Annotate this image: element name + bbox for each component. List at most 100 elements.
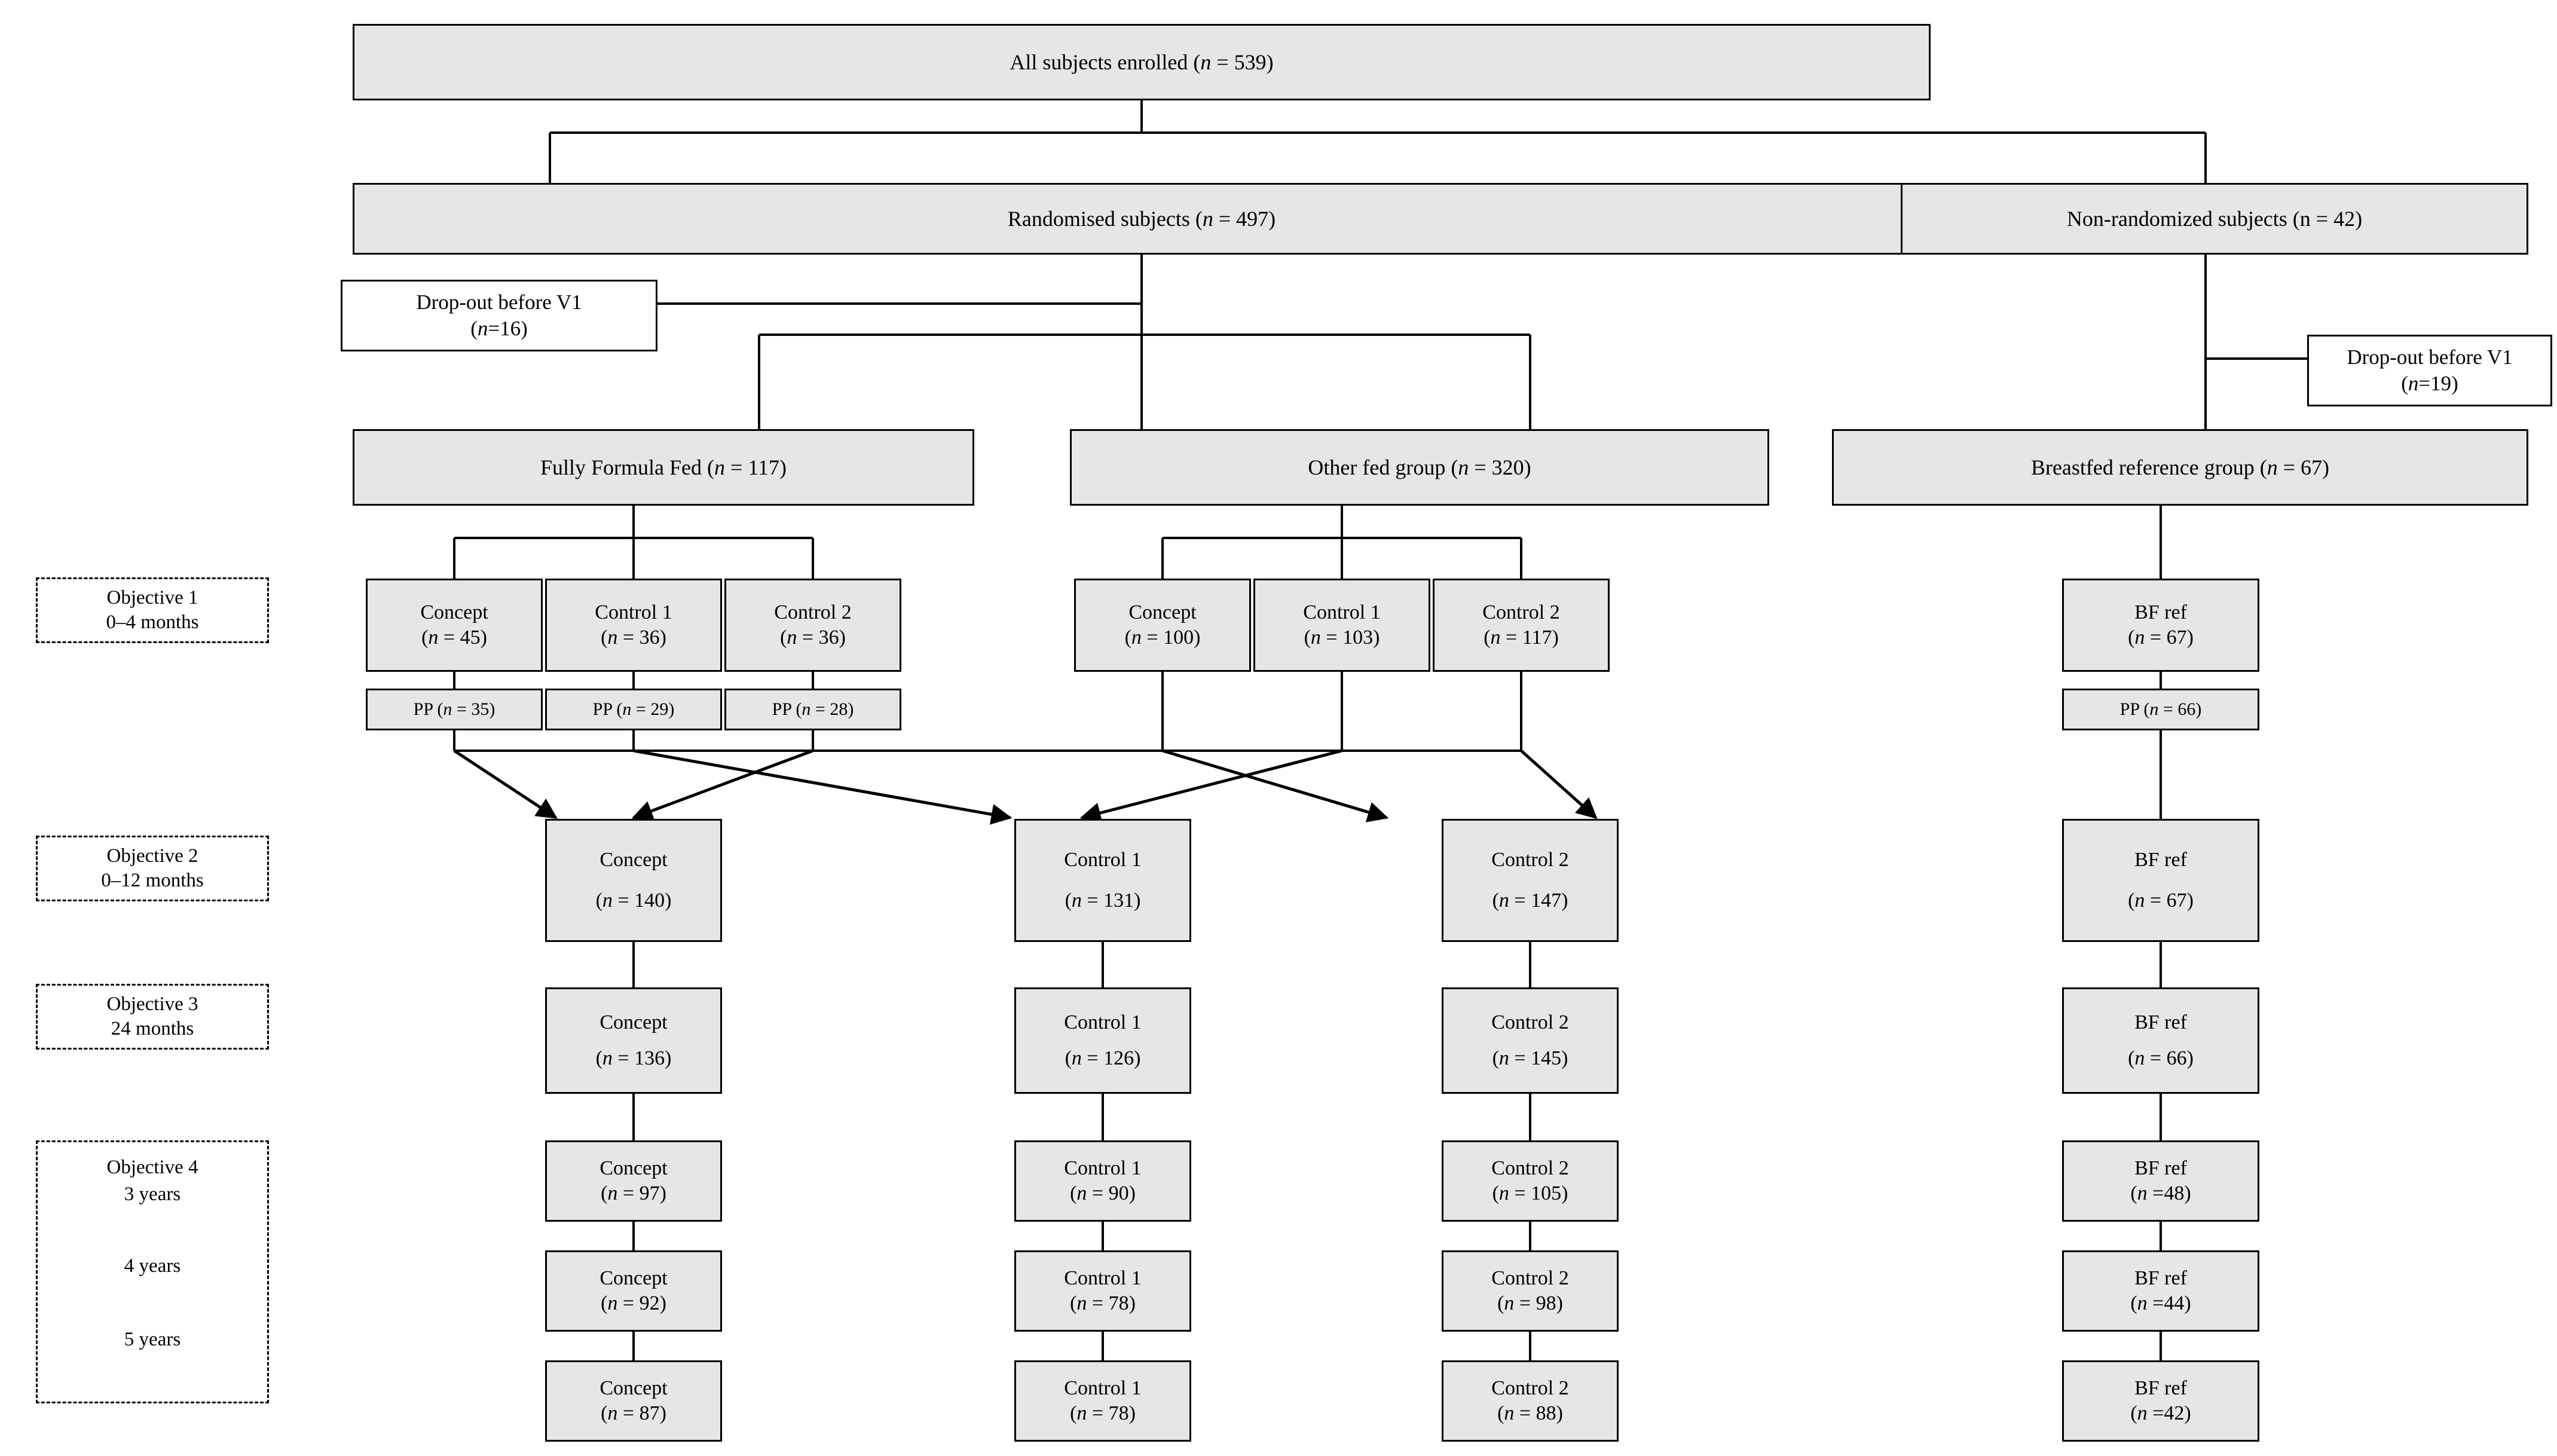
dropout-title: Drop-out before V1 [2347, 345, 2513, 369]
arm-count: (n = 67) [2128, 626, 2194, 649]
arm-name: BF ref [2134, 1267, 2187, 1289]
objective-title: Objective 1 [106, 586, 198, 608]
arm-count: (n = 117) [1484, 626, 1559, 649]
arm-name: Control 2 [1491, 1157, 1569, 1179]
arm-name: BF ref [2134, 1157, 2187, 1179]
objective-title: Objective 4 [106, 1157, 198, 1178]
box-non-randomized-subjects: Non-randomized subjects (n = 42) [1901, 183, 2528, 255]
arm-count: (n = 78) [1070, 1292, 1136, 1314]
box-other-fed-group: Other fed group (n = 320) [1070, 429, 1769, 506]
objective-period-5y: 5 years [124, 1328, 181, 1350]
arm-count: (n = 140) [595, 889, 672, 911]
arm-name: Control 1 [595, 601, 672, 623]
arm-count: (n = 126) [1065, 1047, 1141, 1069]
box-label: Other fed group (n = 320) [1308, 455, 1531, 479]
arm-name: Control 1 [1064, 1011, 1142, 1033]
arm-name: Control 2 [1491, 1377, 1569, 1399]
arm-name: Control 1 [1064, 1157, 1142, 1179]
arm-count: (n =42) [2130, 1402, 2191, 1424]
arm-name: BF ref [2134, 1377, 2187, 1399]
pp-count: PP (n = 35) [413, 699, 496, 720]
arm-count: (n = 36) [601, 626, 666, 649]
arm-name: Control 1 [1303, 601, 1381, 623]
box-obj4-y3-bf-ref: BF ref (n =48) [2062, 1140, 2259, 1222]
box-obj2-control1: Control 1 (n = 131) [1014, 819, 1191, 942]
arm-name: Control 1 [1064, 1377, 1142, 1399]
box-breastfed-reference-group: Breastfed reference group (n = 67) [1832, 429, 2528, 506]
box-obj2-concept: Concept (n = 140) [545, 819, 722, 942]
arm-count: (n = 88) [1497, 1402, 1563, 1424]
box-label: Non-randomized subjects (n = 42) [2066, 206, 2363, 231]
arm-name: Concept [600, 1157, 668, 1179]
pp-count: PP (n = 66) [2119, 699, 2202, 720]
arm-name: BF ref [2134, 1011, 2187, 1033]
box-obj4-y3-control2: Control 2 (n = 105) [1442, 1140, 1619, 1222]
arm-name: Concept [600, 1011, 668, 1033]
arm-count: (n = 92) [601, 1292, 666, 1314]
box-obj2-bf-ref: BF ref (n = 67) [2062, 819, 2259, 942]
pp-count: PP (n = 29) [592, 699, 675, 720]
label-objective-1: Objective 1 0–4 months [36, 577, 269, 643]
arm-count: (n = 145) [1492, 1047, 1568, 1069]
box-obj4-y5-bf-ref: BF ref (n =42) [2062, 1360, 2259, 1442]
box-obj4-y3-control1: Control 1 (n = 90) [1014, 1140, 1191, 1222]
objective-title: Objective 2 [106, 845, 198, 867]
arm-name: Concept [420, 601, 488, 623]
objective-period: 0–12 months [101, 870, 204, 891]
pp-count: PP (n = 28) [772, 699, 854, 720]
dropout-count: (n=19) [2401, 372, 2458, 395]
box-obj3-concept: Concept (n = 136) [545, 987, 722, 1094]
box-obj1-fff-concept-pp: PP (n = 35) [366, 689, 543, 730]
label-objective-3: Objective 3 24 months [36, 984, 269, 1050]
arm-name: Control 1 [1064, 1267, 1142, 1289]
box-obj1-fff-control1-pp: PP (n = 29) [545, 689, 722, 730]
box-obj1-fff-concept: Concept (n = 45) [366, 579, 543, 672]
objective-title: Objective 3 [106, 993, 198, 1015]
box-obj4-y3-concept: Concept (n = 97) [545, 1140, 722, 1222]
box-obj4-y4-control1: Control 1 (n = 78) [1014, 1250, 1191, 1332]
box-fully-formula-fed: Fully Formula Fed (n = 117) [353, 429, 974, 506]
arm-count: (n = 147) [1492, 889, 1568, 911]
arm-count: (n = 66) [2128, 1047, 2194, 1069]
arm-name: BF ref [2134, 848, 2187, 871]
objective-period-4y: 4 years [124, 1255, 181, 1277]
arm-count: (n = 87) [601, 1402, 666, 1424]
dropout-count: (n=16) [470, 317, 528, 340]
arm-name: Control 2 [774, 601, 852, 623]
arm-name: Control 1 [1064, 848, 1142, 871]
box-obj1-fff-control2: Control 2 (n = 36) [724, 579, 901, 672]
box-obj4-y4-control2: Control 2 (n = 98) [1442, 1250, 1619, 1332]
box-obj1-other-control2: Control 2 (n = 117) [1433, 579, 1610, 672]
dropout-title: Drop-out before V1 [416, 290, 582, 314]
label-objective-2: Objective 2 0–12 months [36, 836, 269, 901]
box-obj4-y4-bf-ref: BF ref (n =44) [2062, 1250, 2259, 1332]
box-label: Fully Formula Fed (n = 117) [540, 455, 787, 479]
box-obj1-other-control1: Control 1 (n = 103) [1253, 579, 1430, 672]
box-obj3-bf-ref: BF ref (n = 66) [2062, 987, 2259, 1094]
box-obj2-control2: Control 2 (n = 147) [1442, 819, 1619, 942]
arm-count: (n = 97) [601, 1182, 666, 1204]
arm-count: (n = 136) [595, 1047, 672, 1069]
arm-count: (n = 98) [1497, 1292, 1563, 1314]
box-obj4-y5-concept: Concept (n = 87) [545, 1360, 722, 1442]
box-obj1-bf-ref: BF ref (n = 67) [2062, 579, 2259, 672]
arm-name: Concept [600, 1267, 668, 1289]
box-label: Randomised subjects (n = 497) [1007, 206, 1276, 231]
arm-count: (n =44) [2130, 1292, 2191, 1314]
box-obj1-fff-control1: Control 1 (n = 36) [545, 579, 722, 672]
box-label: Breastfed reference group (n = 67) [2030, 455, 2330, 479]
arm-count: (n = 90) [1070, 1182, 1136, 1204]
box-obj3-control1: Control 1 (n = 126) [1014, 987, 1191, 1094]
arm-count: (n = 100) [1124, 626, 1201, 649]
box-obj4-y5-control1: Control 1 (n = 78) [1014, 1360, 1191, 1442]
arm-count: (n =48) [2130, 1182, 2191, 1204]
arm-count: (n = 78) [1070, 1402, 1136, 1424]
arm-name: Control 2 [1482, 601, 1560, 623]
box-dropout-before-v1-right: Drop-out before V1 (n=19) [2307, 335, 2552, 406]
arm-count: (n = 131) [1065, 889, 1141, 911]
box-label: All subjects enrolled (n = 539) [1010, 50, 1274, 74]
arm-count: (n = 67) [2128, 889, 2194, 911]
box-randomised-subjects: Randomised subjects (n = 497) [353, 183, 1931, 255]
box-obj4-y5-control2: Control 2 (n = 88) [1442, 1360, 1619, 1442]
